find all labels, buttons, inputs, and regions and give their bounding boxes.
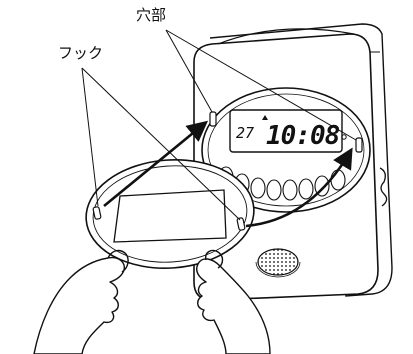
hole-label: 穴部 [136,6,167,24]
arrow-right [245,147,353,228]
callout-lines [81,29,357,221]
right-hand [196,258,271,354]
hands [33,249,271,354]
hook-leader-right [81,67,241,221]
function-button[interactable] [250,177,266,199]
display-time: 10:08 [266,121,340,151]
hole-leader-right [165,29,357,141]
function-button[interactable] [282,179,298,201]
hole-leader-left [165,29,213,113]
function-button[interactable] [330,169,346,191]
speaker-rim [255,261,301,278]
left-hook [92,206,102,220]
display-indicator-triangle [262,115,268,120]
clock-oval-inner [207,93,365,207]
time-clock: 27 10:08 [193,23,393,301]
right-hole [355,137,363,153]
function-button[interactable] [266,179,282,201]
cover-inner-ring [92,165,248,263]
left-hand [33,256,125,354]
display-dot-indicator [341,134,347,140]
left-thumb [107,249,129,273]
speaker-grille [257,248,299,276]
left-hole [209,111,217,127]
hook-leader-left [81,67,99,207]
hook-label: フック [58,44,104,62]
display-day: 27 [236,124,254,142]
cover-window [113,189,227,243]
lcd-display [229,109,343,153]
clock-top-slot [217,28,355,45]
insertion-arrows [103,120,353,228]
clock-side-latch [379,167,388,207]
arrow-left [103,120,209,208]
right-thumb [204,249,224,269]
right-hook [236,217,246,231]
function-button[interactable] [298,178,314,200]
